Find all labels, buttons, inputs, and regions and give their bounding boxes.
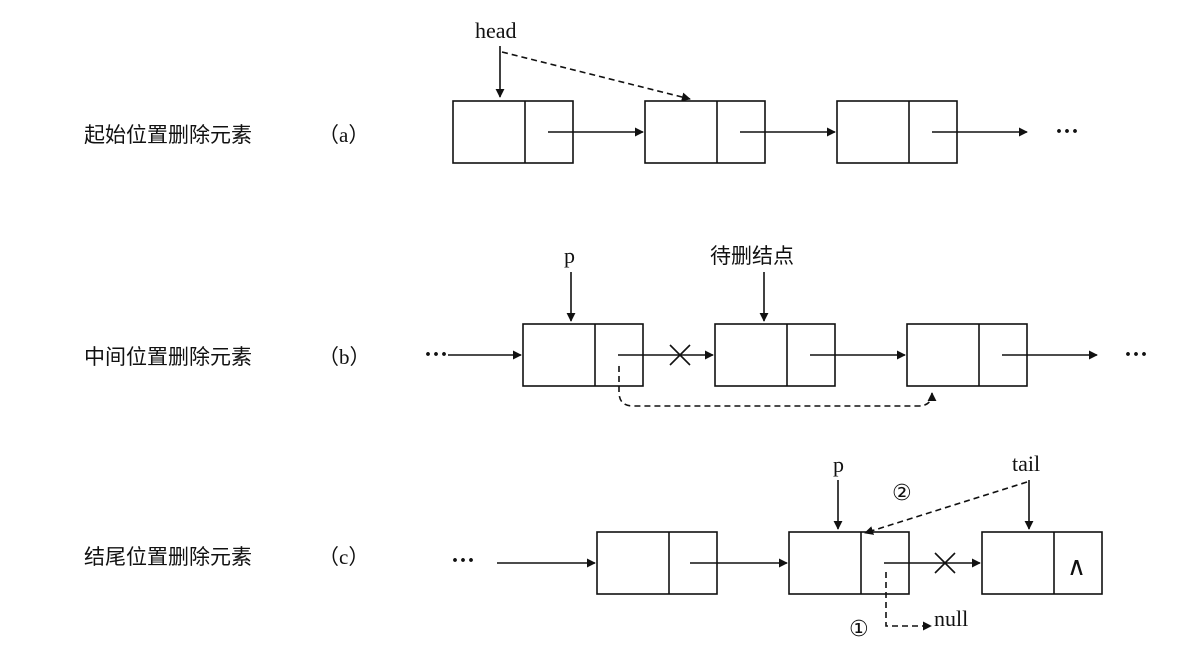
ellipsis: ··· <box>451 548 475 574</box>
cross-mark-icon <box>934 552 956 574</box>
row-b: 中间位置删除元素 （b） p 待删结点 ··· ··· <box>84 243 1148 407</box>
step-2-marker: ② <box>892 481 912 506</box>
null-symbol: ∧ <box>1067 552 1086 581</box>
ellipsis: ··· <box>424 342 448 368</box>
head-label: head <box>475 18 517 43</box>
row-c-title: 结尾位置删除元素 <box>84 545 252 569</box>
tail-move-dashed-arrow <box>864 481 1028 535</box>
delete-node-label: 待删结点 <box>710 244 794 268</box>
row-b-tag: （b） <box>318 345 371 369</box>
tail-label: tail <box>1012 451 1040 476</box>
step-1-marker: ① <box>849 617 869 642</box>
null-label: null <box>934 606 968 631</box>
bypass-dashed-arrow <box>618 366 937 407</box>
cross-mark-icon <box>669 344 691 366</box>
list-node-tail <box>981 531 1103 595</box>
head-move-dashed-arrow <box>501 51 691 102</box>
row-b-title: 中间位置删除元素 <box>84 345 252 369</box>
null-dashed-arrow <box>885 572 932 631</box>
row-a-tag: （a） <box>318 123 369 147</box>
row-c-tag: （c） <box>318 545 369 569</box>
p-label: p <box>564 243 575 268</box>
ellipsis: ··· <box>1055 119 1079 145</box>
row-a-title: 起始位置删除元素 <box>84 123 252 147</box>
p-label: p <box>833 452 844 477</box>
ellipsis: ··· <box>1124 342 1148 368</box>
row-a: 起始位置删除元素 （a） head ··· <box>84 18 1079 164</box>
row-c: 结尾位置删除元素 （c） ··· p tail ② ∧ null <box>84 451 1103 642</box>
